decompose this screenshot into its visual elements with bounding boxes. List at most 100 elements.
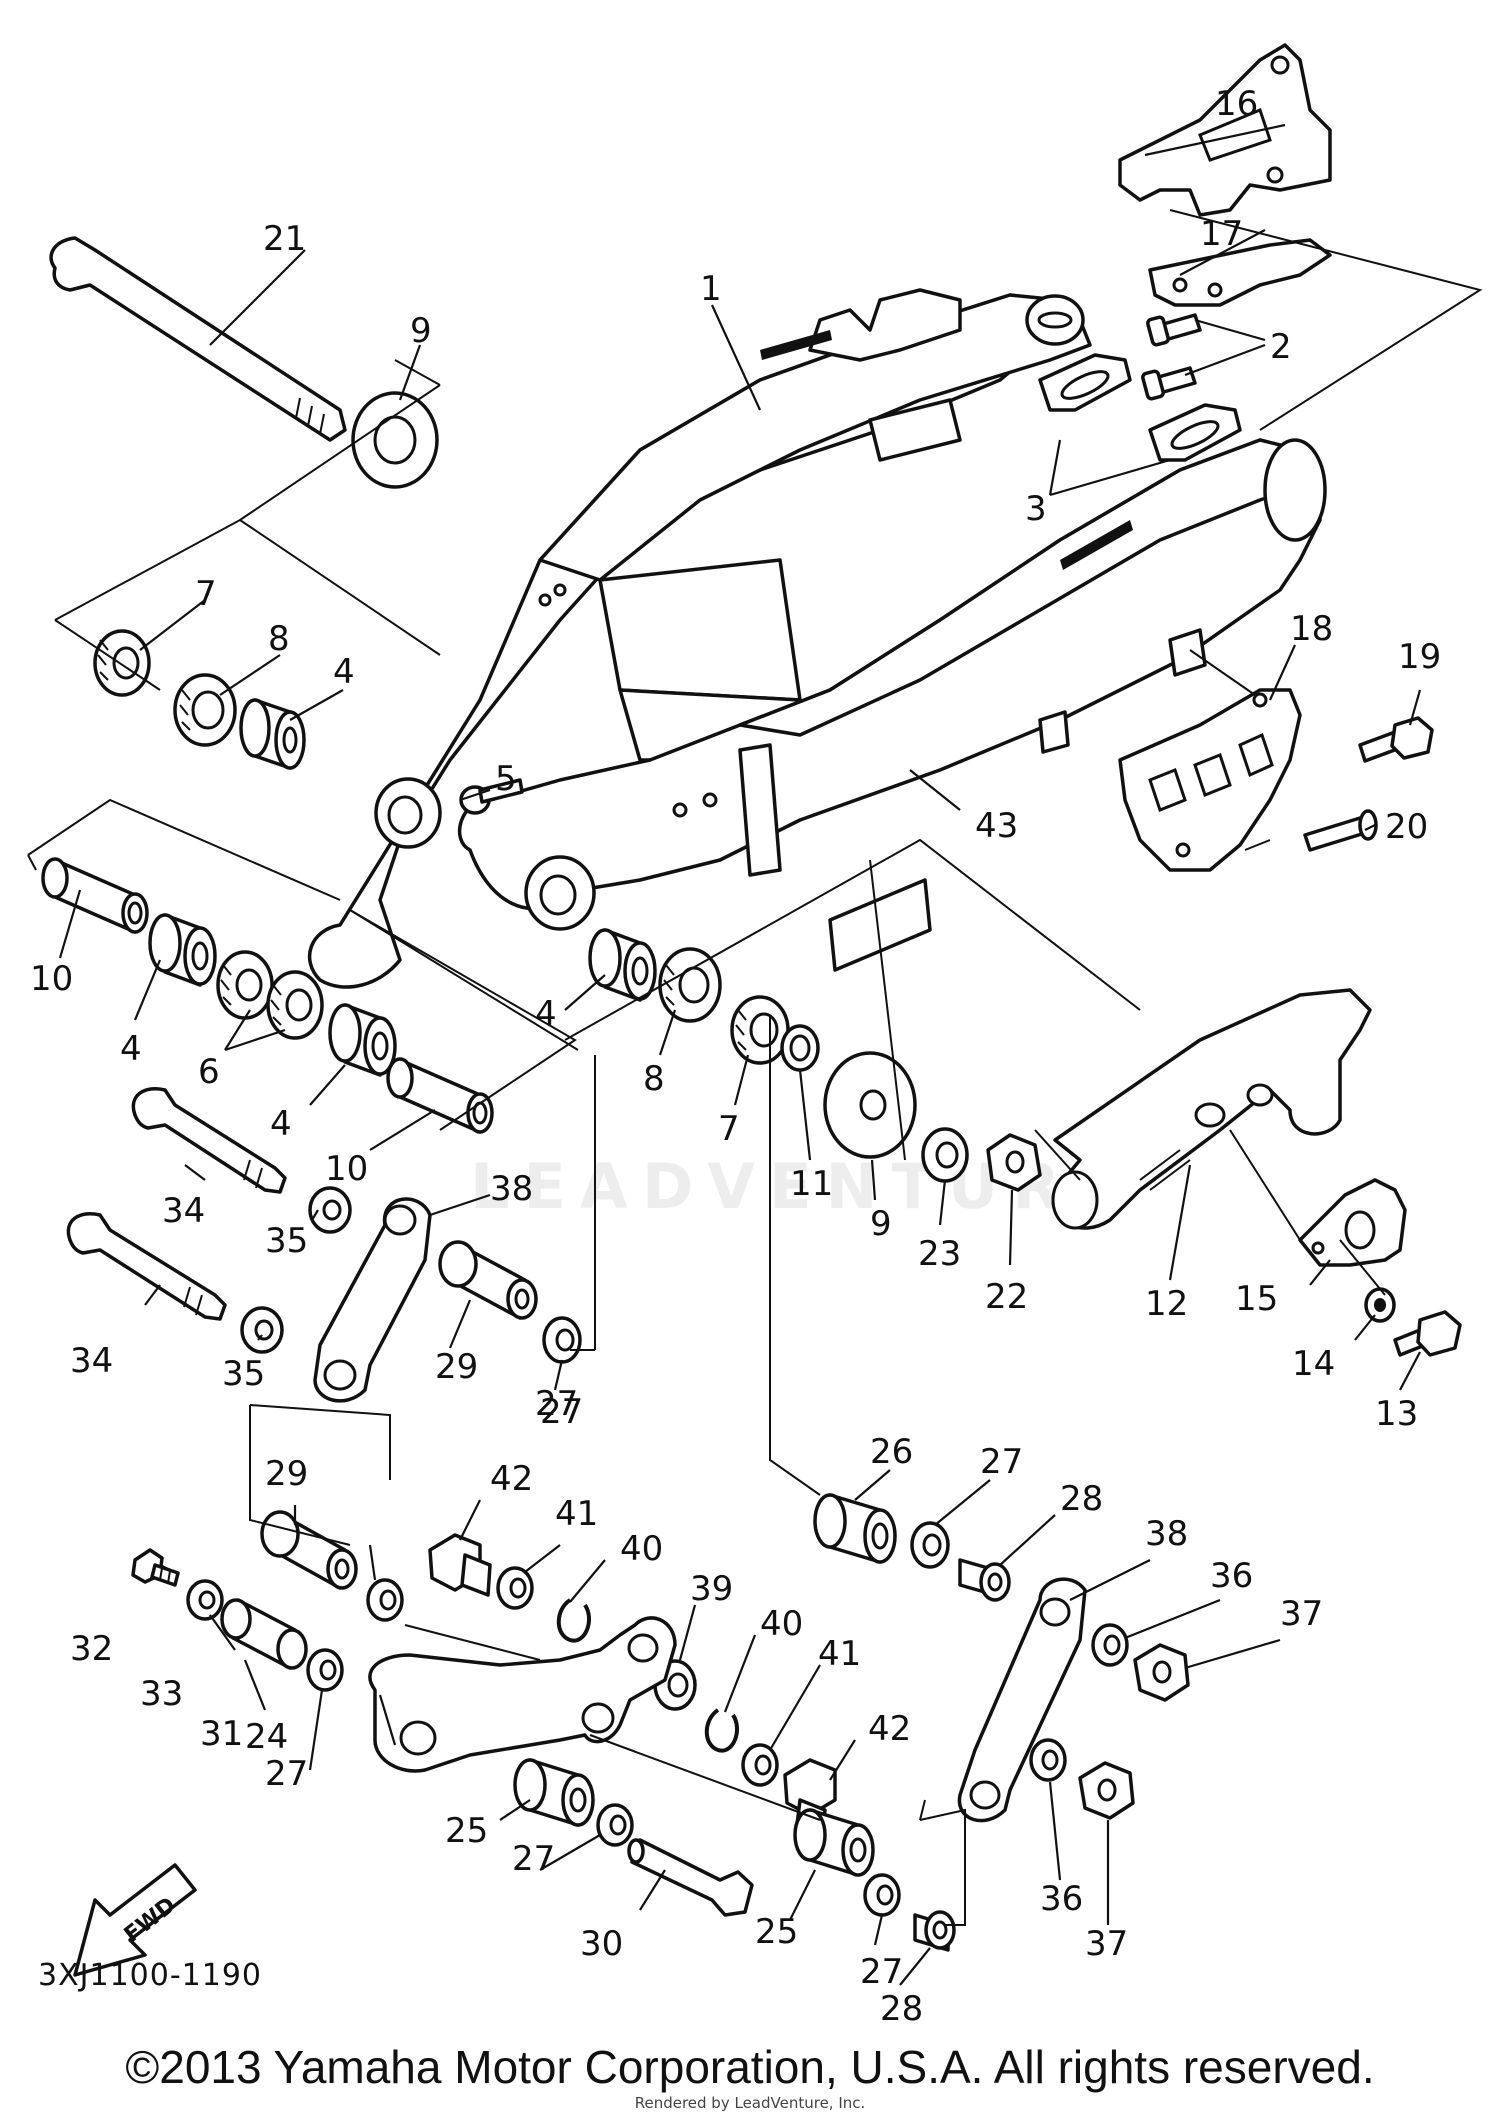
collar-part-42[interactable]: [428, 1533, 492, 1597]
collar-part-4-b[interactable]: [328, 1003, 397, 1077]
bearing-part-8[interactable]: [173, 673, 237, 747]
callout-15[interactable]: 15: [1235, 1279, 1278, 1319]
washer-part-27-e[interactable]: [596, 1803, 634, 1847]
callout-13[interactable]: 13: [1375, 1394, 1418, 1434]
bolt-part-34-b[interactable]: [66, 1212, 227, 1321]
callout-1[interactable]: 1: [700, 269, 722, 309]
callout-20[interactable]: 20: [1385, 807, 1428, 847]
callout-42[interactable]: 42: [868, 1709, 911, 1749]
callout-35[interactable]: 35: [265, 1221, 308, 1261]
callout-39[interactable]: 39: [690, 1569, 733, 1609]
collar-part-28[interactable]: [958, 1558, 1011, 1602]
callout-9[interactable]: 9: [870, 1204, 892, 1244]
washer-part-41[interactable]: [496, 1566, 534, 1610]
callout-8[interactable]: 8: [268, 619, 290, 659]
callout-5[interactable]: 5: [495, 759, 517, 799]
callout-40[interactable]: 40: [620, 1529, 663, 1569]
callout-12[interactable]: 12: [1145, 1284, 1188, 1324]
spacer-part-10-b[interactable]: [386, 1057, 494, 1134]
callout-16[interactable]: 16: [1215, 84, 1258, 124]
callout-8[interactable]: 8: [643, 1059, 665, 1099]
callout-42[interactable]: 42: [490, 1459, 533, 1499]
callout-19[interactable]: 19: [1398, 637, 1441, 677]
circlip-part-40-b[interactable]: [704, 1708, 739, 1753]
screw-part-20[interactable]: [1303, 809, 1378, 852]
collar-part-4-a[interactable]: [148, 913, 217, 987]
callout-27[interactable]: 27: [265, 1754, 308, 1794]
callout-32[interactable]: 32: [70, 1629, 113, 1669]
callout-25[interactable]: 25: [445, 1811, 488, 1851]
callout-37[interactable]: 37: [1280, 1594, 1323, 1634]
callout-27[interactable]: 27: [540, 1392, 583, 1432]
callout-30[interactable]: 30: [580, 1924, 623, 1964]
callout-27[interactable]: 27: [860, 1952, 903, 1992]
callout-27[interactable]: 27: [980, 1442, 1023, 1482]
callout-25[interactable]: 25: [755, 1912, 798, 1952]
washer-part-27-c[interactable]: [306, 1648, 344, 1692]
plate-part-15[interactable]: [1298, 1178, 1407, 1267]
callout-4[interactable]: 4: [333, 652, 355, 692]
callout-41[interactable]: 41: [818, 1634, 861, 1674]
chain-guide-part-16[interactable]: [1118, 43, 1332, 217]
callout-38[interactable]: 38: [1145, 1514, 1188, 1554]
connecting-rod-part-38-b[interactable]: [957, 1577, 1087, 1823]
chain-guard-part-18[interactable]: [1118, 688, 1302, 872]
callout-9[interactable]: 9: [410, 311, 432, 351]
callout-34[interactable]: 34: [70, 1341, 113, 1381]
callout-23[interactable]: 23: [918, 1234, 961, 1274]
callout-22[interactable]: 22: [985, 1277, 1028, 1317]
callout-31[interactable]: 31: [200, 1714, 243, 1754]
callout-34[interactable]: 34: [162, 1191, 205, 1231]
collar-part-4-c[interactable]: [588, 928, 657, 1002]
callout-17[interactable]: 17: [1200, 214, 1243, 254]
callout-29[interactable]: 29: [435, 1347, 478, 1387]
callout-37[interactable]: 37: [1085, 1924, 1128, 1964]
callout-24[interactable]: 24: [245, 1717, 288, 1757]
callout-36[interactable]: 36: [1210, 1556, 1253, 1596]
callout-4[interactable]: 4: [120, 1029, 142, 1069]
callout-4[interactable]: 4: [535, 994, 557, 1034]
callout-33[interactable]: 33: [140, 1674, 183, 1714]
callout-10[interactable]: 10: [30, 959, 73, 999]
bolt-part-30[interactable]: [627, 1838, 754, 1917]
callout-43[interactable]: 43: [975, 806, 1018, 846]
collar-part-26[interactable]: [813, 1493, 897, 1564]
bearing-part-6[interactable]: [216, 950, 324, 1040]
washer-part-9[interactable]: [823, 1051, 917, 1159]
collar-part-25[interactable]: [513, 1758, 595, 1827]
callout-38[interactable]: 38: [490, 1169, 533, 1209]
callout-27[interactable]: 27: [512, 1839, 555, 1879]
oil-seal-part-9[interactable]: [351, 391, 439, 489]
circlip-part-40[interactable]: [556, 1598, 591, 1643]
screw-part-2[interactable]: [1141, 313, 1202, 401]
washer-part-23[interactable]: [921, 1127, 969, 1183]
connecting-rod-part-38[interactable]: [313, 1197, 432, 1403]
callout-36[interactable]: 36: [1040, 1879, 1083, 1919]
seal-part-7[interactable]: [93, 629, 151, 697]
callout-10[interactable]: 10: [325, 1149, 368, 1189]
callout-21[interactable]: 21: [263, 219, 306, 259]
bolt-part-13[interactable]: [1393, 1310, 1462, 1357]
collar-part-25-b[interactable]: [793, 1808, 875, 1877]
collar-part-4[interactable]: [239, 698, 306, 770]
washer-part-27-f[interactable]: [863, 1873, 901, 1917]
washer-part-27-b[interactable]: [366, 1578, 404, 1622]
spacer-part-10[interactable]: [41, 857, 149, 934]
relay-link-part-24[interactable]: [368, 1616, 677, 1773]
relay-arm-part-12[interactable]: [1051, 988, 1372, 1230]
callout-41[interactable]: 41: [555, 1494, 598, 1534]
bolt-part-34[interactable]: [131, 1087, 287, 1194]
callout-28[interactable]: 28: [1060, 1479, 1103, 1519]
nut-part-22[interactable]: [986, 1133, 1042, 1192]
callout-27[interactable]: 27: [535, 1384, 578, 1424]
washer-part-41-b[interactable]: [741, 1743, 779, 1787]
nut-part-37-b[interactable]: [1078, 1761, 1135, 1820]
callout-4[interactable]: 4: [270, 1104, 292, 1144]
bolt-part-19[interactable]: [1358, 716, 1434, 763]
washer-part-27-d[interactable]: [910, 1521, 950, 1569]
nut-part-37[interactable]: [1133, 1643, 1190, 1702]
washer-part-33[interactable]: [186, 1579, 224, 1621]
seal-part-7-right[interactable]: [730, 995, 790, 1065]
washer-part-11[interactable]: [780, 1024, 820, 1072]
washer-part-35-b[interactable]: [240, 1306, 284, 1354]
